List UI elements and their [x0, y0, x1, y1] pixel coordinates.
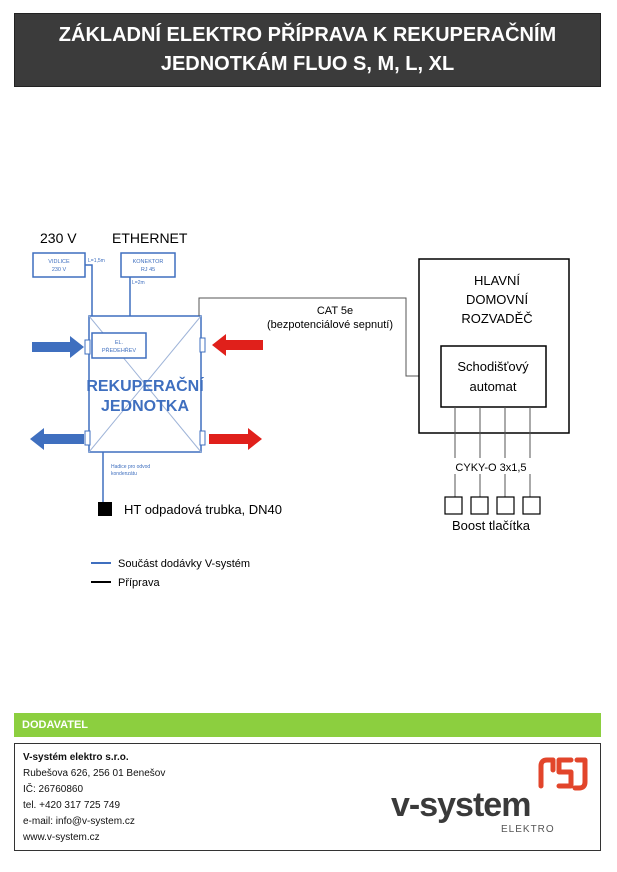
ht-pipe-label: HT odpadová trubka, DN40 — [124, 502, 282, 517]
port-left-top — [84, 339, 91, 355]
label-ethernet: ETHERNET — [112, 230, 188, 246]
konektor-length: L=2m — [132, 280, 145, 286]
preheater-label-2: PŘEDEHŘEV — [102, 346, 137, 354]
legend-black-label: Příprava — [118, 577, 160, 589]
vidlice-length: L=1,5m — [88, 258, 105, 264]
blue-arrow-bottom — [30, 428, 84, 450]
konektor-label-2: RJ 45 — [141, 267, 155, 273]
vidlice-label-1: VIDLICE — [48, 259, 70, 265]
company-email[interactable]: e-mail: info@v-system.cz — [23, 816, 135, 827]
unit-label-1: REKUPERAČNÍ — [86, 376, 204, 395]
vidlice-box — [32, 252, 86, 278]
port-right-bottom — [199, 430, 206, 446]
cable-label-bg — [444, 458, 534, 474]
cat5e-cable — [198, 297, 441, 377]
port-left-bottom — [84, 430, 91, 446]
ht-pipe-symbol — [98, 502, 112, 516]
staircase-timer — [440, 345, 547, 408]
cat5e-label-1: CAT 5e — [317, 305, 353, 317]
company-phone: tel. +420 317 725 749 — [23, 800, 121, 811]
konektor-box — [120, 252, 176, 278]
vidlice-label-2: 230 V — [52, 267, 67, 273]
hose-label-1: Hadice pro odvod — [111, 464, 150, 470]
company-web[interactable]: www.v-system.cz — [23, 832, 100, 843]
vidlice-cable — [85, 264, 93, 316]
blue-arrow-top — [32, 336, 84, 358]
supplier-contact: V-systém elektro s.r.o. Rubešova 626, 25… — [23, 750, 165, 846]
preheater-box — [91, 332, 147, 359]
red-arrow-top — [212, 334, 263, 356]
cable-label: CYKY-O 3x1,5 — [455, 462, 526, 474]
panel-label-2: DOMOVNÍ — [466, 292, 529, 307]
company-name: V-systém elektro s.r.o. — [23, 752, 129, 763]
timer-label-2: automat — [470, 379, 517, 394]
wiring-diagram: 230 V ETHERNET VIDLICE 230 V L=1,5m KONE… — [30, 230, 570, 589]
company-address: Rubešova 626, 256 01 Benešov — [23, 768, 166, 779]
boost-label: Boost tlačítka — [452, 518, 531, 533]
konektor-label-1: KONEKTOR — [133, 259, 164, 265]
timer-label-1: Schodišťový — [457, 359, 529, 374]
red-arrow-bottom — [209, 428, 262, 450]
unit-label-2: JEDNOTKA — [101, 398, 189, 415]
vsystem-logo-icon — [538, 757, 588, 791]
boost-button-3 — [496, 496, 515, 515]
boost-button-4 — [522, 496, 541, 515]
panel-label-3: ROZVADĚČ — [461, 311, 532, 326]
page-header: ZÁKLADNÍ ELEKTRO PŘÍPRAVA K REKUPERAČNÍM… — [14, 13, 601, 87]
cat5e-label-2: (bezpotenciálové sepnutí) — [267, 319, 393, 331]
panel-label-1: HLAVNÍ — [474, 273, 520, 288]
hose-label-2: kondenzátu — [111, 471, 137, 477]
supplier-box: V-systém elektro s.r.o. Rubešova 626, 25… — [14, 743, 601, 851]
title-line-2: JEDNOTKÁM FLUO S, M, L, XL — [160, 53, 455, 75]
title-line-1: ZÁKLADNÍ ELEKTRO PŘÍPRAVA K REKUPERAČNÍM — [58, 24, 557, 46]
supplier-heading: DODAVATEL — [14, 713, 601, 737]
logo-subtitle: ELEKTRO — [501, 824, 555, 835]
logo-wordmark: v-system — [391, 786, 531, 824]
port-right-top — [199, 337, 206, 353]
preheater-label-1: EL. — [115, 340, 124, 346]
company-ic: IČ: 26760860 — [23, 784, 84, 795]
boost-button-1 — [444, 496, 463, 515]
boost-button-2 — [470, 496, 489, 515]
legend-blue-label: Součást dodávky V-systém — [118, 558, 250, 570]
label-230v: 230 V — [40, 230, 77, 246]
